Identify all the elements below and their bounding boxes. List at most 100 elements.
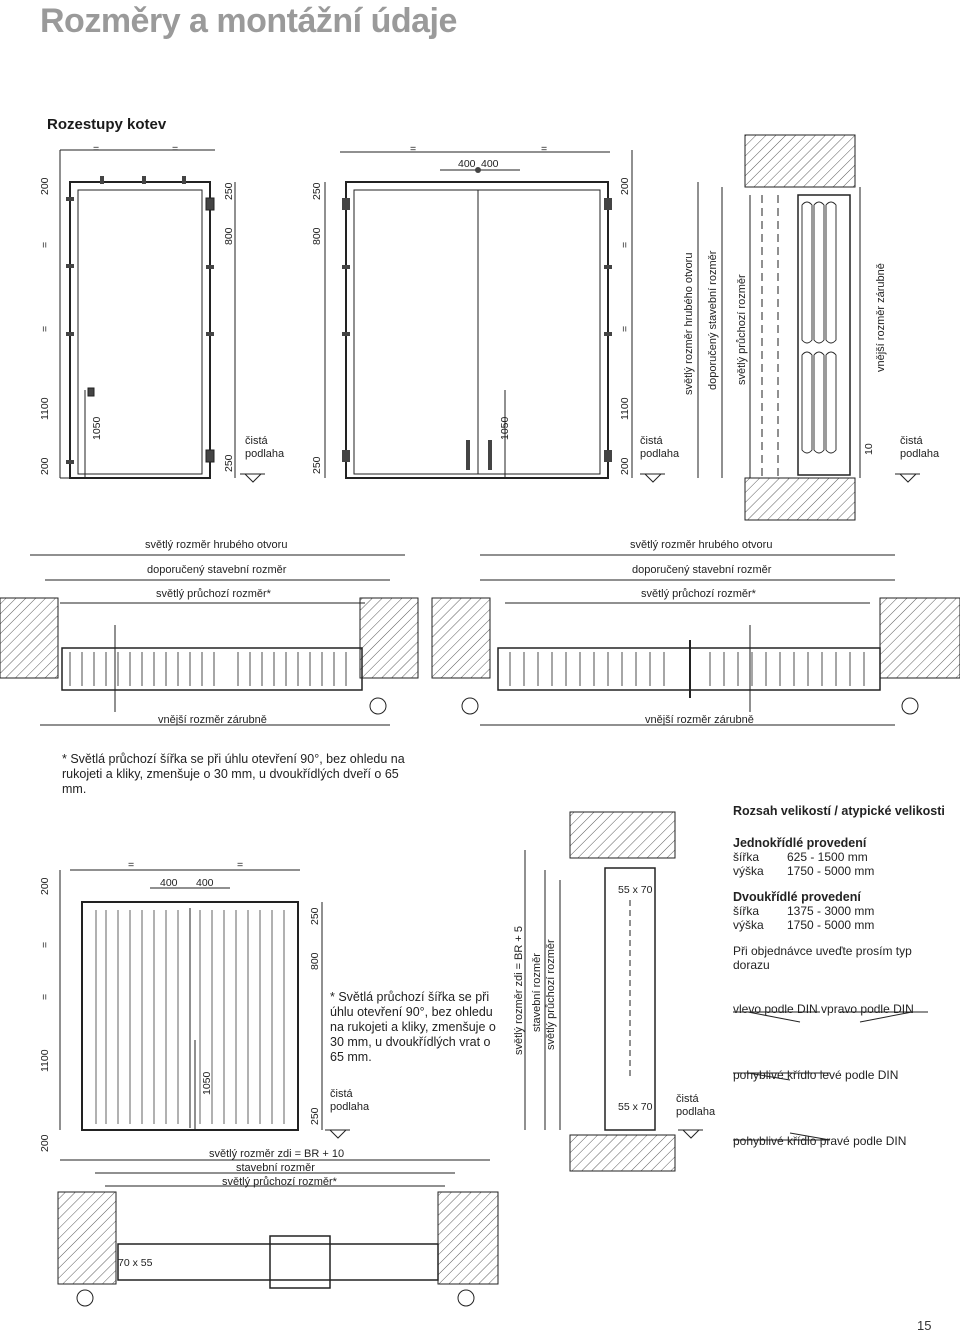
dim-eq-i: = <box>39 942 51 948</box>
dim-eq-b: = <box>39 326 51 332</box>
active-leaf-left: pohyblivé křídlo levé podle DIN <box>733 1068 899 1082</box>
dim-400-a: 400 <box>458 158 476 170</box>
single-height-label: výška <box>733 864 764 878</box>
size-range-title: Rozsah velikostí / atypické velikosti <box>733 804 945 818</box>
footnote-gates: * Světlá průchozí šířka se při úhlu otev… <box>330 990 496 1064</box>
dim-eq-d: = <box>172 143 178 155</box>
dim-200-e: 200 <box>39 877 51 895</box>
dim-200-f: 200 <box>39 1134 51 1152</box>
dim-55x70-b: 55 x 70 <box>618 1101 653 1113</box>
dim-eq-a: = <box>39 242 51 248</box>
label-building-1: stavební rozměr <box>236 1162 315 1174</box>
dim-250-b: 250 <box>223 454 235 472</box>
label-outer-1: vnější rozměr zárubně <box>158 714 267 726</box>
dim-250-f: 250 <box>309 1107 321 1125</box>
single-width-label: šířka <box>733 850 760 864</box>
floor-label-a1: čistá <box>245 435 269 447</box>
dim-eq-g: = <box>619 242 631 248</box>
label-clear-4: světlý průchozí rozměr <box>545 939 557 1050</box>
section-title: Rozestupy kotev <box>47 116 167 133</box>
dim-200-d: 200 <box>619 457 631 475</box>
dim-800-b: 800 <box>311 227 323 245</box>
dim-1050-a: 1050 <box>91 416 103 440</box>
dim-400-b: 400 <box>481 158 499 170</box>
double-leaf-title: Dvoukřídlé provedení <box>733 890 861 904</box>
label-wall-br5: světlý rozměr zdi = BR + 5 <box>513 926 525 1055</box>
dim-1100-a: 1100 <box>39 397 51 420</box>
dim-200-c: 200 <box>619 177 631 195</box>
label-clear-v: světlý průchozí rozměr <box>736 274 748 385</box>
dim-200-a: 200 <box>39 177 51 195</box>
dim-1050-c: 1050 <box>201 1071 213 1095</box>
dim-1050-b: 1050 <box>499 416 511 440</box>
label-rough-v: světlý rozměr hrubého otvoru <box>683 253 695 395</box>
size-range-box: Rozsah velikostí / atypické velikosti Je… <box>733 804 948 1148</box>
dim-eq-f: = <box>541 143 547 155</box>
dim-eq-l: = <box>237 859 243 871</box>
dim-55x70-a: 55 x 70 <box>618 884 653 896</box>
dim-800-c: 800 <box>309 952 321 970</box>
din-direction-icons <box>733 1011 928 1141</box>
label-rough-2: světlý rozměr hrubého otvoru <box>630 539 772 551</box>
dim-1100-b: 1100 <box>619 397 631 420</box>
floor-label-b5: podlaha <box>676 1106 716 1118</box>
vertical-section <box>697 134 920 521</box>
left-right-din: vlevo podle DIN vpravo podle DIN <box>733 1002 914 1016</box>
label-clear-1: světlý průchozí rozměr* <box>156 588 272 600</box>
double-width-label: šířka <box>733 904 760 918</box>
dim-800-a: 800 <box>223 227 235 245</box>
page-title: Rozměry a montážní údaje <box>40 2 457 40</box>
label-recommended-2: doporučený stavební rozměr <box>632 564 772 576</box>
dim-250-d: 250 <box>311 456 323 474</box>
order-note: Při objednávce uveďte prosím typ dorazu <box>733 944 912 972</box>
double-height-value: 1750 - 5000 mm <box>787 918 875 932</box>
label-outer-v: vnější rozměr zárubně <box>875 263 887 372</box>
active-leaf-right: pohyblivé křídlo pravé podle DIN <box>733 1134 907 1148</box>
dim-eq-k: = <box>128 859 134 871</box>
dim-eq-h: = <box>619 326 631 332</box>
single-height-value: 1750 - 5000 mm <box>787 864 875 878</box>
floor-label-b2: podlaha <box>640 448 680 460</box>
label-recommended-v: doporučený stavební rozměr <box>707 250 719 390</box>
label-clear-3: světlý průchozí rozměr* <box>222 1176 338 1188</box>
single-width-value: 625 - 1500 mm <box>787 850 868 864</box>
double-width-value: 1375 - 3000 mm <box>787 904 875 918</box>
single-door-elevation <box>59 149 265 483</box>
dim-250-a: 250 <box>223 182 235 200</box>
dim-10: 10 <box>863 443 875 455</box>
dim-70x55: 70 x 55 <box>118 1257 153 1269</box>
double-door-elevation <box>324 150 665 483</box>
dim-eq-j: = <box>39 994 51 1000</box>
label-wall-br10: světlý rozměr zdi = BR + 10 <box>209 1148 344 1160</box>
double-height-label: výška <box>733 918 764 932</box>
floor-label-a5: čistá <box>676 1093 700 1105</box>
label-building-2: stavební rozměr <box>531 953 543 1032</box>
page-number: 15 <box>917 1318 932 1333</box>
horizontal-section-single <box>0 554 419 726</box>
label-rough-1: světlý rozměr hrubého otvoru <box>145 539 287 551</box>
gate-vertical-section <box>524 811 703 1172</box>
dim-200-b: 200 <box>39 457 51 475</box>
label-recommended-1: doporučený stavební rozměr <box>147 564 287 576</box>
gate-elevation <box>59 869 350 1139</box>
footnote-doors: * Světlá průchozí šířka se při úhlu otev… <box>62 752 405 796</box>
label-clear-2: světlý průchozí rozměr* <box>641 588 757 600</box>
gate-horizontal-section <box>57 1159 499 1307</box>
floor-label-b3: podlaha <box>900 448 940 460</box>
floor-label-b1: podlaha <box>245 448 285 460</box>
dim-250-c: 250 <box>311 182 323 200</box>
label-outer-2: vnější rozměr zárubně <box>645 714 754 726</box>
floor-label-a4: čistá <box>330 1088 354 1100</box>
dim-eq-c: = <box>93 143 99 155</box>
dim-eq-e: = <box>410 143 416 155</box>
horizontal-section-double <box>431 554 960 726</box>
floor-label-a2: čistá <box>640 435 664 447</box>
single-leaf-title: Jednokřídlé provedení <box>733 836 867 850</box>
dim-400-d: 400 <box>196 877 214 889</box>
dim-400-c: 400 <box>160 877 178 889</box>
floor-label-b4: podlaha <box>330 1101 370 1113</box>
dim-1100-c: 1100 <box>39 1049 51 1072</box>
floor-label-a3: čistá <box>900 435 924 447</box>
dim-250-e: 250 <box>309 907 321 925</box>
